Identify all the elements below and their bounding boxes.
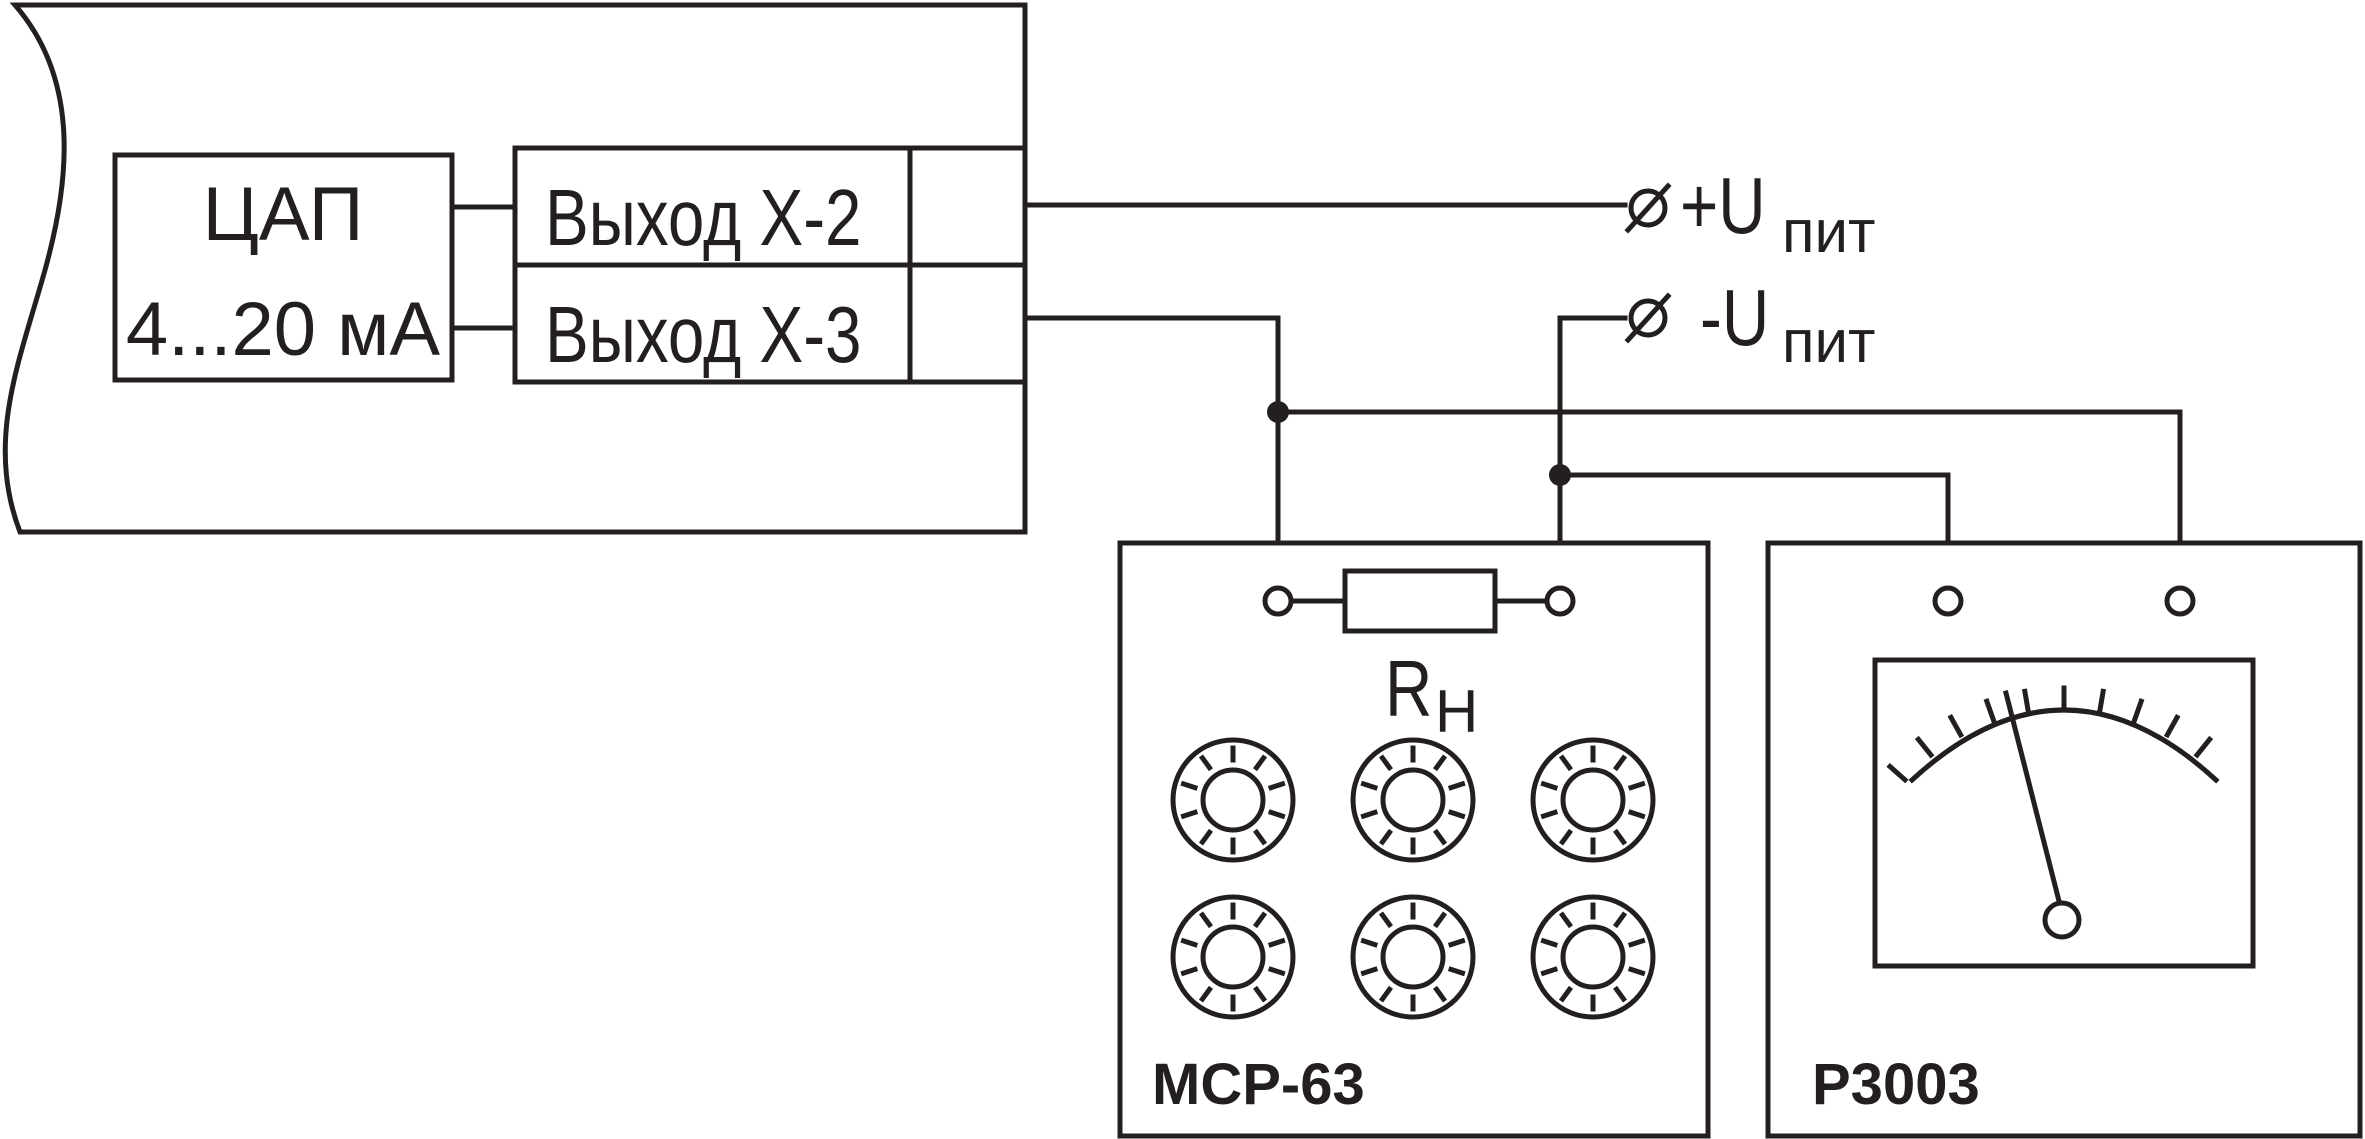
meter-label: Р3003	[1812, 1052, 1980, 1117]
gauge-tick	[1914, 735, 1935, 759]
gauge-tick	[1886, 763, 1909, 784]
meter-device: Р3003	[1765, 540, 2363, 1139]
gauge-tick	[1983, 698, 1997, 724]
gauge-tick	[2163, 714, 2181, 739]
analog-gauge-icon	[1872, 657, 2256, 969]
gauge-tick	[2021, 688, 2032, 714]
gauge-tick	[1947, 714, 1965, 739]
decade-knob-icon	[1170, 894, 1296, 1020]
gauge-tick	[2193, 735, 2214, 759]
output-x3-label: Выход Х-3	[545, 290, 862, 380]
resistance-box: R Н МСР-63	[1117, 540, 1711, 1139]
decade-knob-icon	[1170, 737, 1296, 863]
supply-plus-label: +U	[1680, 161, 1766, 251]
knob-grid	[1170, 737, 1656, 1020]
resistance-box-label: МСР-63	[1152, 1052, 1365, 1117]
resistor-sub: Н	[1435, 678, 1478, 745]
gauge-tick	[2096, 688, 2107, 714]
resistor-symbol: R	[1385, 644, 1432, 734]
wire-x3	[1022, 315, 1281, 603]
dac-title: ЦАП	[203, 172, 364, 257]
terminal-plus-icon	[1624, 182, 1672, 234]
decade-knob-icon	[1530, 737, 1656, 863]
supply-minus-label: -U	[1700, 273, 1769, 363]
dac-block: ЦАП 4...20 мА	[112, 152, 455, 383]
device-housing	[2, 2, 1028, 535]
terminal-minus-icon	[1624, 292, 1672, 344]
output-block: Выход Х-2 Выход Х-3	[512, 145, 1028, 385]
supply-minus-sub: пит	[1782, 308, 1876, 375]
gauge-tick	[2131, 698, 2145, 724]
decade-knob-icon	[1350, 737, 1476, 863]
decade-knob-icon	[1350, 894, 1476, 1020]
supply-plus-sub: пит	[1782, 198, 1876, 265]
wire-minus	[1557, 315, 1628, 603]
decade-knob-icon	[1530, 894, 1656, 1020]
dac-range: 4...20 мА	[126, 287, 441, 372]
output-x2-label: Выход Х-2	[545, 173, 862, 263]
